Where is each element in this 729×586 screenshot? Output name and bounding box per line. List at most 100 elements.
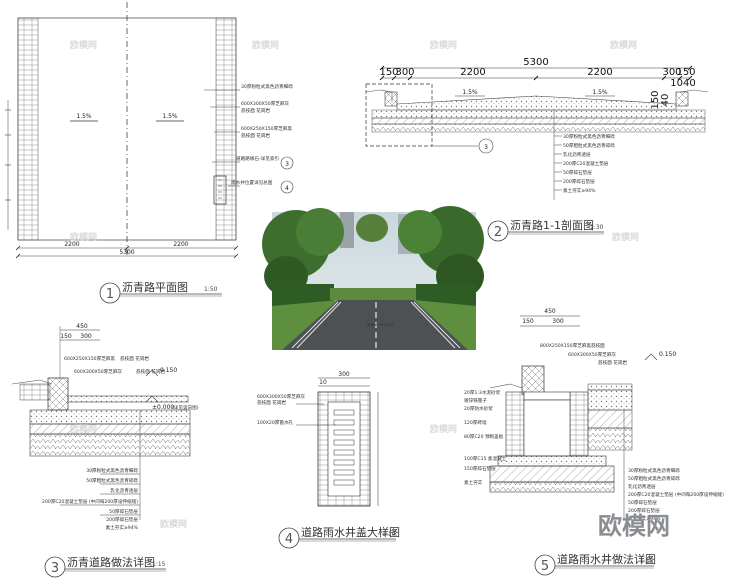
watermark-2: 欧模网 bbox=[252, 39, 279, 51]
plan-note-7: 雨水井位置详见总图 bbox=[231, 179, 273, 186]
photo-watermark-url: www.om.cn bbox=[367, 323, 394, 328]
drain-dim-top: 450 bbox=[544, 308, 556, 315]
watermark-3: 欧模网 bbox=[430, 39, 457, 51]
plan-title: 沥青路平面图 bbox=[122, 281, 188, 294]
plan-curb-right bbox=[215, 17, 237, 241]
curb-title: 沥青道路做法详图 bbox=[67, 555, 155, 569]
section-note-6: 200厚碎石垫层 bbox=[563, 178, 595, 185]
drain-note-left-2: 镀锌铁篦子 bbox=[464, 397, 487, 404]
curb-note-top-1: 600X250X150厚芝麻黑 bbox=[64, 355, 115, 362]
curb-note-7: 素土夯实≥94% bbox=[106, 524, 139, 531]
curb-note-top-2: 荔枝面 花岗岩 bbox=[120, 355, 149, 362]
section-curb-left bbox=[384, 91, 398, 107]
curb-note-4: 200厚C20混凝土垫层 (中间每200厚设伸缩缝) bbox=[42, 498, 138, 505]
watermark-4: 欧模网 bbox=[610, 39, 637, 51]
plan-callout-4 bbox=[280, 180, 294, 194]
svg-text:4: 4 bbox=[285, 185, 289, 192]
watermark-7: 欧模网 bbox=[70, 423, 97, 435]
drain-note-top-1: 800X250X150厚芝麻黑荔枝面 bbox=[540, 342, 605, 349]
curb-dim-b: 300 bbox=[80, 333, 92, 340]
drain-number: 5 bbox=[541, 559, 549, 574]
svg-text:3: 3 bbox=[285, 161, 289, 168]
watermark-9: 欧模网 bbox=[160, 518, 187, 530]
drain-note-left-8: 素土夯实 bbox=[464, 479, 483, 486]
plan-number-badge bbox=[99, 282, 121, 304]
watermarks: 欧模网 欧模网 欧模网 欧模网 欧模网 欧模网 欧模网 欧模网 欧模网 欧模网 bbox=[70, 39, 670, 540]
section-slope-left: 1.5% bbox=[462, 89, 478, 96]
svg-text:3: 3 bbox=[484, 144, 488, 151]
section-number: 2 bbox=[494, 225, 502, 240]
grate-detail-view: 300 10 600X300X50厚芝麻灰 荔枝面 花岗岩 100X20厚篦水孔… bbox=[257, 371, 400, 549]
curb-scale: 1:15 bbox=[152, 561, 166, 568]
drain-note-3: 乳化沥青透层 bbox=[628, 483, 656, 490]
drain-note-2: 50厚粗粒式黑色沥青碎砾 bbox=[628, 475, 680, 482]
curb-dim-top: 450 bbox=[76, 323, 88, 330]
curb-dim-a: 150 bbox=[60, 333, 72, 340]
plan-note-5: 荔枝面 花岗岩 bbox=[241, 132, 270, 139]
curb-detail-view: 450 150 300 600X250X150厚芝麻黑 荔枝面 花岗岩 600X… bbox=[11, 323, 199, 578]
watermark-8: 欧模网 bbox=[430, 423, 457, 435]
grate-title: 道路雨水井盖大样图 bbox=[301, 525, 400, 539]
brand-watermark: 欧模网 bbox=[598, 512, 670, 540]
drain-pit bbox=[523, 399, 571, 457]
section-note-4: 200厚C20混凝土垫层 bbox=[563, 160, 609, 167]
plan-note-2: 600X300X50厚芝麻灰 bbox=[241, 100, 289, 107]
plan-note-6: 道路路缘石-详见索引 bbox=[236, 155, 279, 162]
road-photo: www.om.cn bbox=[262, 206, 484, 350]
drain-note-4: 200厚C20混凝土垫层 (中间每200厚设伸缩缝) bbox=[628, 491, 724, 498]
section-title: 沥青路1-1剖面图 bbox=[510, 218, 594, 232]
section-scale: 1:30 bbox=[590, 224, 604, 231]
drain-dim-b: 300 bbox=[552, 318, 564, 325]
drain-wall-right bbox=[569, 391, 589, 457]
drain-note-left-6: 100厚C15 素混凝土 bbox=[464, 455, 507, 462]
section-dim-v1: 150 bbox=[650, 90, 661, 109]
drain-note-5: 50厚碎石垫层 bbox=[628, 499, 657, 506]
plan-dim-total: 5300 bbox=[119, 249, 134, 256]
curb-number: 3 bbox=[51, 561, 59, 576]
grate-note-3: 100X20厚篦水孔 bbox=[257, 419, 294, 426]
drain-note-1: 30厚粉粒式黑色沥青细砾 bbox=[628, 467, 680, 474]
plan-dim-right: 2200 bbox=[173, 241, 188, 248]
section-dim-mid-right: 2200 bbox=[587, 67, 612, 78]
watermark-6: 欧模网 bbox=[612, 231, 639, 243]
grate-number: 4 bbox=[285, 532, 293, 547]
section-dim-v2: 40 bbox=[660, 94, 671, 107]
section-note-2: 50厚粗粒式黑色沥青碎砾 bbox=[563, 142, 615, 149]
drain-scale: 1:15 bbox=[640, 558, 654, 565]
drain-curb bbox=[521, 365, 545, 395]
grate-note-2: 荔枝面 花岗岩 bbox=[257, 399, 286, 406]
plan-view: 1.5% 1.5% 30厚粉粒式黑色沥青细砾 600X300X50厚芝麻灰 荔枝… bbox=[5, 2, 294, 304]
drain-wall-left bbox=[505, 391, 525, 457]
grate-dim-w2: 10 bbox=[319, 379, 327, 386]
section-note-5: 50厚碎石垫层 bbox=[563, 169, 592, 176]
section-number-badge bbox=[487, 220, 509, 242]
drain-detail-view: 450 150 300 800X250X150厚芝麻黑荔枝面 600X300X5… bbox=[464, 308, 724, 576]
watermark-5: 欧模网 bbox=[70, 231, 97, 243]
drain-note-6: 200厚碎石垫层 bbox=[628, 507, 660, 514]
section-dim-v3: 1040 bbox=[670, 78, 695, 89]
plan-callout-3 bbox=[280, 156, 294, 170]
watermark-1: 欧模网 bbox=[70, 39, 97, 51]
curb-note-3: 乳化沥青透层 bbox=[110, 487, 138, 494]
plan-note-1: 30厚粉粒式黑色沥青细砾 bbox=[241, 83, 293, 90]
section-asphalt bbox=[396, 95, 677, 111]
section-dim-mid-left: 2200 bbox=[460, 67, 485, 78]
drain-dim-a: 150 bbox=[522, 318, 534, 325]
curb-dim-h: 0.150 bbox=[160, 367, 177, 374]
curb-note-6: 200厚碎石垫层 bbox=[106, 516, 138, 523]
curb-number-badge bbox=[44, 556, 66, 578]
plan-curb-left bbox=[17, 17, 39, 241]
plan-note-4: 600X250X150厚芝麻黑 bbox=[241, 125, 292, 132]
drain-number-badge bbox=[534, 554, 556, 576]
drain-note-top-2: 600X300X50厚芝麻灰 bbox=[568, 351, 616, 358]
drain-note-left-4: 120厚砖墙 bbox=[464, 419, 487, 426]
section-slope-right: 1.5% bbox=[592, 89, 608, 96]
grate-number-badge bbox=[278, 527, 300, 549]
section-dim-r2: 150 bbox=[676, 67, 695, 78]
curb-note-1: 30厚粉粒式黑色沥青细砾 bbox=[86, 467, 138, 474]
drain-dim-h: 0.150 bbox=[659, 351, 676, 358]
curb-stone bbox=[47, 377, 69, 411]
curb-level-note: (详见竖向图) bbox=[172, 404, 199, 411]
drain-note-left-3: 20厚防水砂浆 bbox=[464, 405, 493, 412]
curb-note-2: 50厚粗粒式黑色沥青碎砾 bbox=[86, 477, 138, 484]
